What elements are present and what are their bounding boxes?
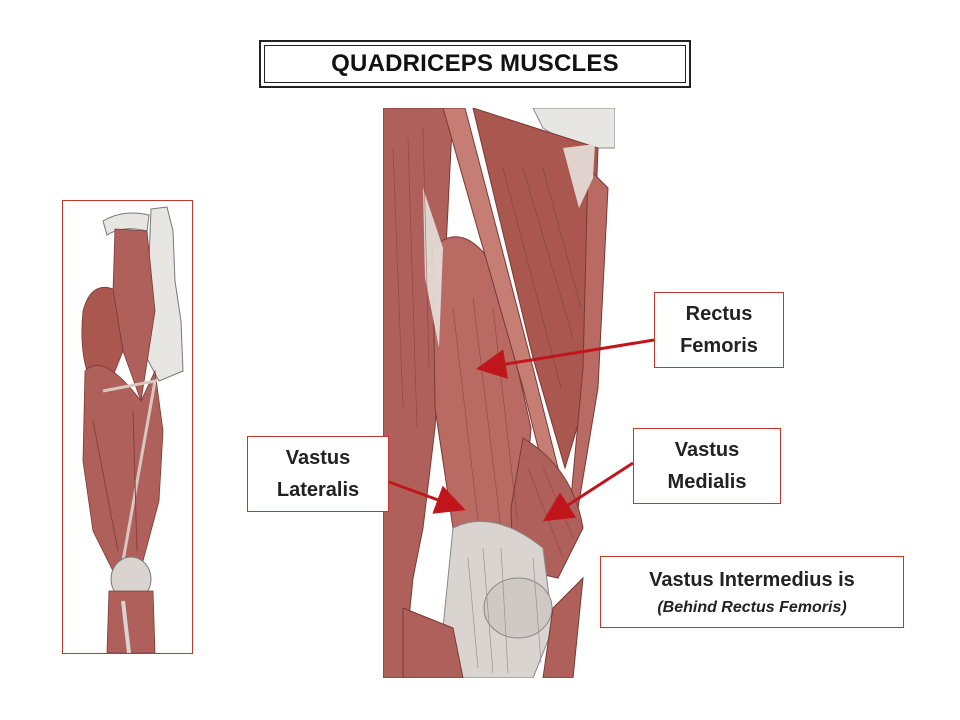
vastus-intermedius-label: Vastus Intermedius is (Behind Rectus Fem…	[600, 556, 904, 628]
vastus-medialis-label: Vastus Medialis	[633, 428, 781, 504]
vastus-intermedius-line1: Vastus Intermedius is	[649, 569, 855, 591]
thumbnail-frame	[62, 200, 193, 654]
vastus-lateralis-line2: Lateralis	[276, 479, 360, 501]
rectus-femoris-label: Rectus Femoris	[654, 292, 784, 368]
vastus-medialis-line2: Medialis	[667, 471, 747, 493]
rectus-femoris-line2: Femoris	[680, 335, 758, 357]
vastus-intermedius-note: (Behind Rectus Femoris)	[657, 599, 847, 616]
vastus-lateralis-label: Vastus Lateralis	[247, 436, 389, 512]
title-box: QUADRICEPS MUSCLES	[259, 40, 691, 88]
vastus-medialis-line1: Vastus	[674, 439, 740, 461]
vastus-lateralis-line1: Vastus	[285, 447, 351, 469]
rectus-femoris-line1: Rectus	[685, 303, 753, 325]
diagram-title: QUADRICEPS MUSCLES	[331, 50, 619, 77]
thigh-muscle-illustration	[383, 108, 615, 678]
thumbnail-leg-illustration	[81, 206, 184, 654]
